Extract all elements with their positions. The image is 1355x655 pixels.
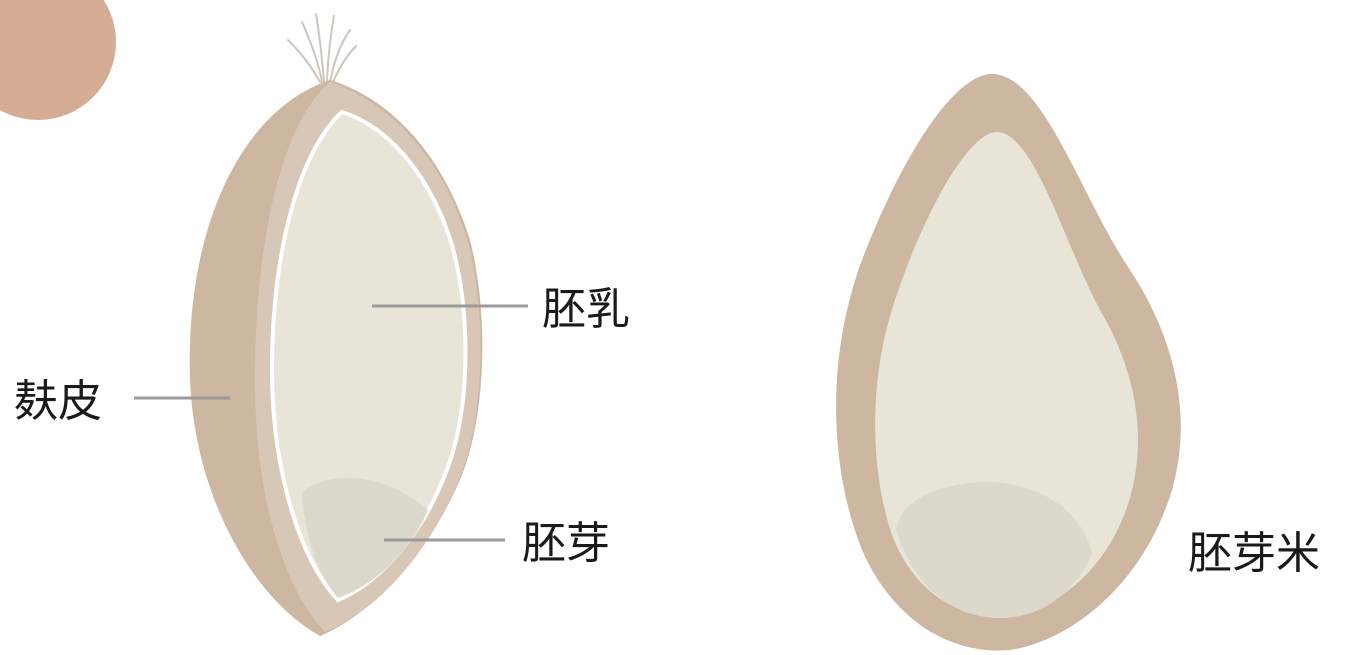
bran-label: 麸皮 <box>14 376 102 427</box>
germ-rice-label: 胚芽米 <box>1188 528 1320 579</box>
grain-cross-section <box>190 14 483 636</box>
corner-decoration <box>0 0 116 120</box>
endosperm-label: 胚乳 <box>542 284 630 335</box>
germ-label: 胚芽 <box>522 518 610 569</box>
germ-rice-kernel <box>836 74 1181 651</box>
grain-awn <box>288 14 356 82</box>
